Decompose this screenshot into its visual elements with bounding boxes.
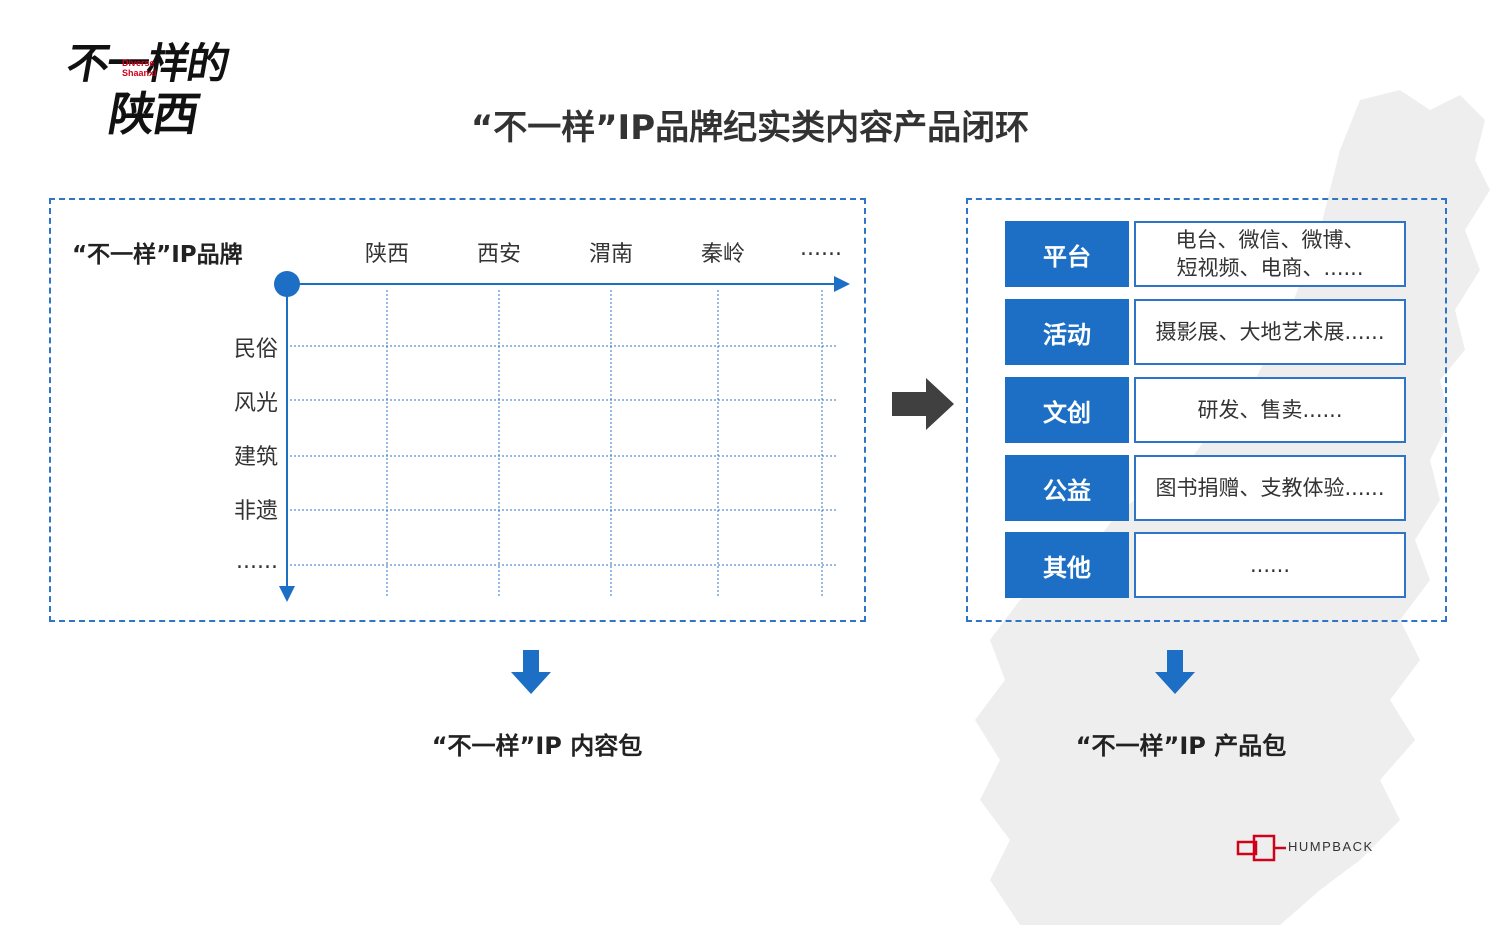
row-header-heritage: 非遗 [233, 499, 278, 524]
category-label-activity: 活动 [1005, 299, 1129, 365]
row-header-architecture: 建筑 [233, 445, 278, 470]
column-header-shaanxi: 陕西 [364, 242, 409, 267]
row-header-folk: 民俗 [233, 337, 278, 362]
category-label-platform: 平台 [1005, 221, 1129, 287]
humpback-logo-icon [1236, 834, 1286, 862]
category-desc-charity: 图书捐赠、支教体验...... [1134, 455, 1406, 521]
column-header-qinling: 秦岭 [700, 242, 745, 267]
category-label-charity: 公益 [1005, 455, 1129, 521]
column-header-weinan: 渭南 [588, 242, 633, 267]
logo-tag-line2: Shaanxi [122, 68, 157, 78]
category-label-other: 其他 [1005, 532, 1129, 598]
down-arrow-icon [1155, 650, 1195, 694]
category-label-cultural-creative: 文创 [1005, 377, 1129, 443]
row-header-more: ...... [236, 549, 278, 574]
content-package-label: “不一样”IP 内容包 [431, 732, 643, 760]
column-header-xian: 西安 [476, 242, 521, 267]
logo-tag-line1: Diverse [122, 58, 155, 68]
row-header-scenery: 风光 [233, 391, 278, 416]
diverse-shaanxi-logo: 不一样的 陕西 Diverse Shaanxi [60, 30, 250, 141]
right-arrow-icon [892, 378, 954, 430]
category-desc-other: ...... [1134, 532, 1406, 598]
category-desc-cultural-creative: 研发、售卖...... [1134, 377, 1406, 443]
category-desc-platform-line1: 电台、微信、微博、 [1175, 228, 1365, 252]
content-matrix-frame [49, 198, 866, 622]
product-package-label: “不一样”IP 产品包 [1075, 732, 1287, 760]
down-arrow-icon [511, 650, 551, 694]
page-title: “不一样”IP品牌纪实类内容产品闭环 [470, 108, 1030, 148]
brand-label: “不一样”IP品牌 [72, 242, 243, 268]
category-desc-platform-line2: 短视频、电商、...... [1176, 256, 1364, 280]
column-header-more: ...... [800, 236, 842, 261]
humpback-brand-text: HUMPBACK [1288, 839, 1374, 854]
category-desc-activity: 摄影展、大地艺术展...... [1134, 299, 1406, 365]
category-desc-platform: 电台、微信、微博、 短视频、电商、...... [1134, 221, 1406, 287]
product-categories-frame [966, 198, 1447, 622]
logo-tag: Diverse Shaanxi [122, 58, 157, 78]
